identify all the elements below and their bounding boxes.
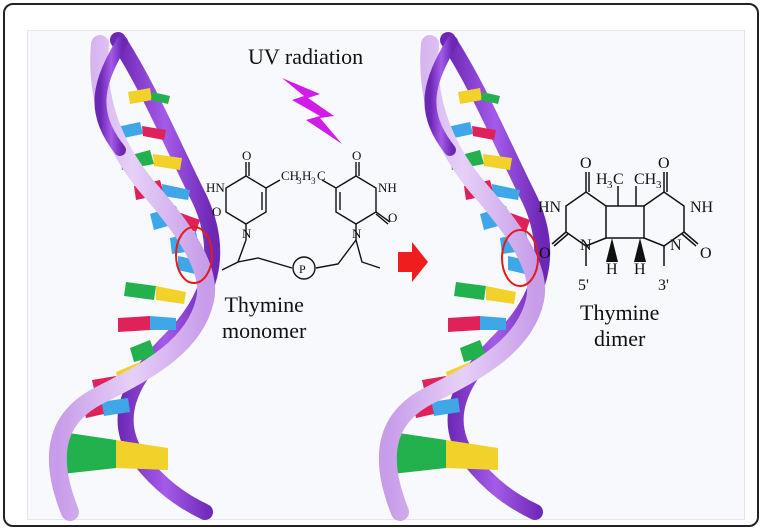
dimer-o-left: O: [539, 245, 551, 262]
monomer-o-left: O: [212, 204, 221, 219]
dimer-h3c-h: H: [596, 171, 608, 188]
dimer-wedge-right: [634, 238, 646, 262]
dimer-nh-right: NH: [690, 199, 714, 216]
dimer-o-top-left: O: [580, 155, 592, 172]
monomer-n-right: N: [352, 226, 362, 241]
monomer-caption: Thymine monomer: [222, 292, 306, 344]
backbone-back-strand-right: [440, 32, 551, 520]
monomer-nh-right: NH: [378, 180, 397, 195]
monomer-ch3-left: CH: [281, 168, 299, 183]
phosphate-label: P: [299, 262, 306, 276]
dimer-h3c-sub: 3: [607, 179, 613, 191]
dimer-three-prime: 3': [658, 277, 669, 294]
backbone-back-strand: [110, 32, 221, 520]
monomer-ch3-sub-left: 3: [297, 176, 302, 186]
monomer-caption-line2: monomer: [222, 318, 307, 343]
dimer-h-right: H: [634, 261, 646, 278]
arrow-right-icon: [398, 242, 428, 282]
monomer-h3c-sub: 3: [311, 176, 316, 186]
damage-highlight-circle-right: [501, 229, 539, 287]
dimer-h3c-c: C: [613, 171, 624, 188]
dimer-o-top-right: O: [658, 155, 670, 172]
monomer-hn-left: HN: [206, 180, 225, 195]
dimer-five-prime: 5': [578, 277, 589, 294]
dimer-h-left: H: [606, 261, 618, 278]
dimer-o-right: O: [700, 245, 712, 262]
monomer-o-top-left: O: [242, 148, 251, 163]
thymine-monomer-atoms: O HN O N CH 3 O NH O N H 3 C P: [206, 148, 397, 276]
monomer-caption-line1: Thymine: [224, 292, 304, 317]
thymine-dimer-structure: [551, 172, 699, 266]
monomer-n-left: N: [242, 226, 252, 241]
dimer-hn-left: HN: [538, 199, 562, 216]
backbone-top-strand-right: [424, 36, 458, 156]
dimer-wedge-left: [606, 238, 618, 262]
dimer-ch3-sub: 3: [656, 179, 662, 191]
dna-helix-right: [378, 32, 551, 521]
thymine-dimer-atoms: O O HN NH O O N N H H 5' 3' H 3 C CH 3: [538, 155, 714, 294]
dimer-caption: Thymine dimer: [580, 300, 659, 352]
monomer-h3c-c: C: [317, 168, 326, 183]
uv-radiation-label: UV radiation: [248, 44, 364, 69]
backbone-top-strand: [94, 36, 128, 156]
lightning-bolt-icon: [282, 78, 342, 144]
dimer-caption-line1: Thymine: [580, 300, 660, 325]
monomer-h3c-right: H: [302, 168, 311, 183]
dimer-ch3-ch: CH: [634, 171, 657, 188]
dimer-n-left: N: [580, 237, 592, 254]
monomer-o-right: O: [388, 210, 397, 225]
dimer-caption-line2: dimer: [594, 326, 646, 351]
damage-highlight-circle-left: [175, 226, 213, 284]
dna-helix-left: [48, 32, 221, 521]
dimer-n-right: N: [670, 237, 682, 254]
monomer-o-top-right: O: [352, 148, 361, 163]
thymine-monomer-structure: [221, 162, 391, 280]
